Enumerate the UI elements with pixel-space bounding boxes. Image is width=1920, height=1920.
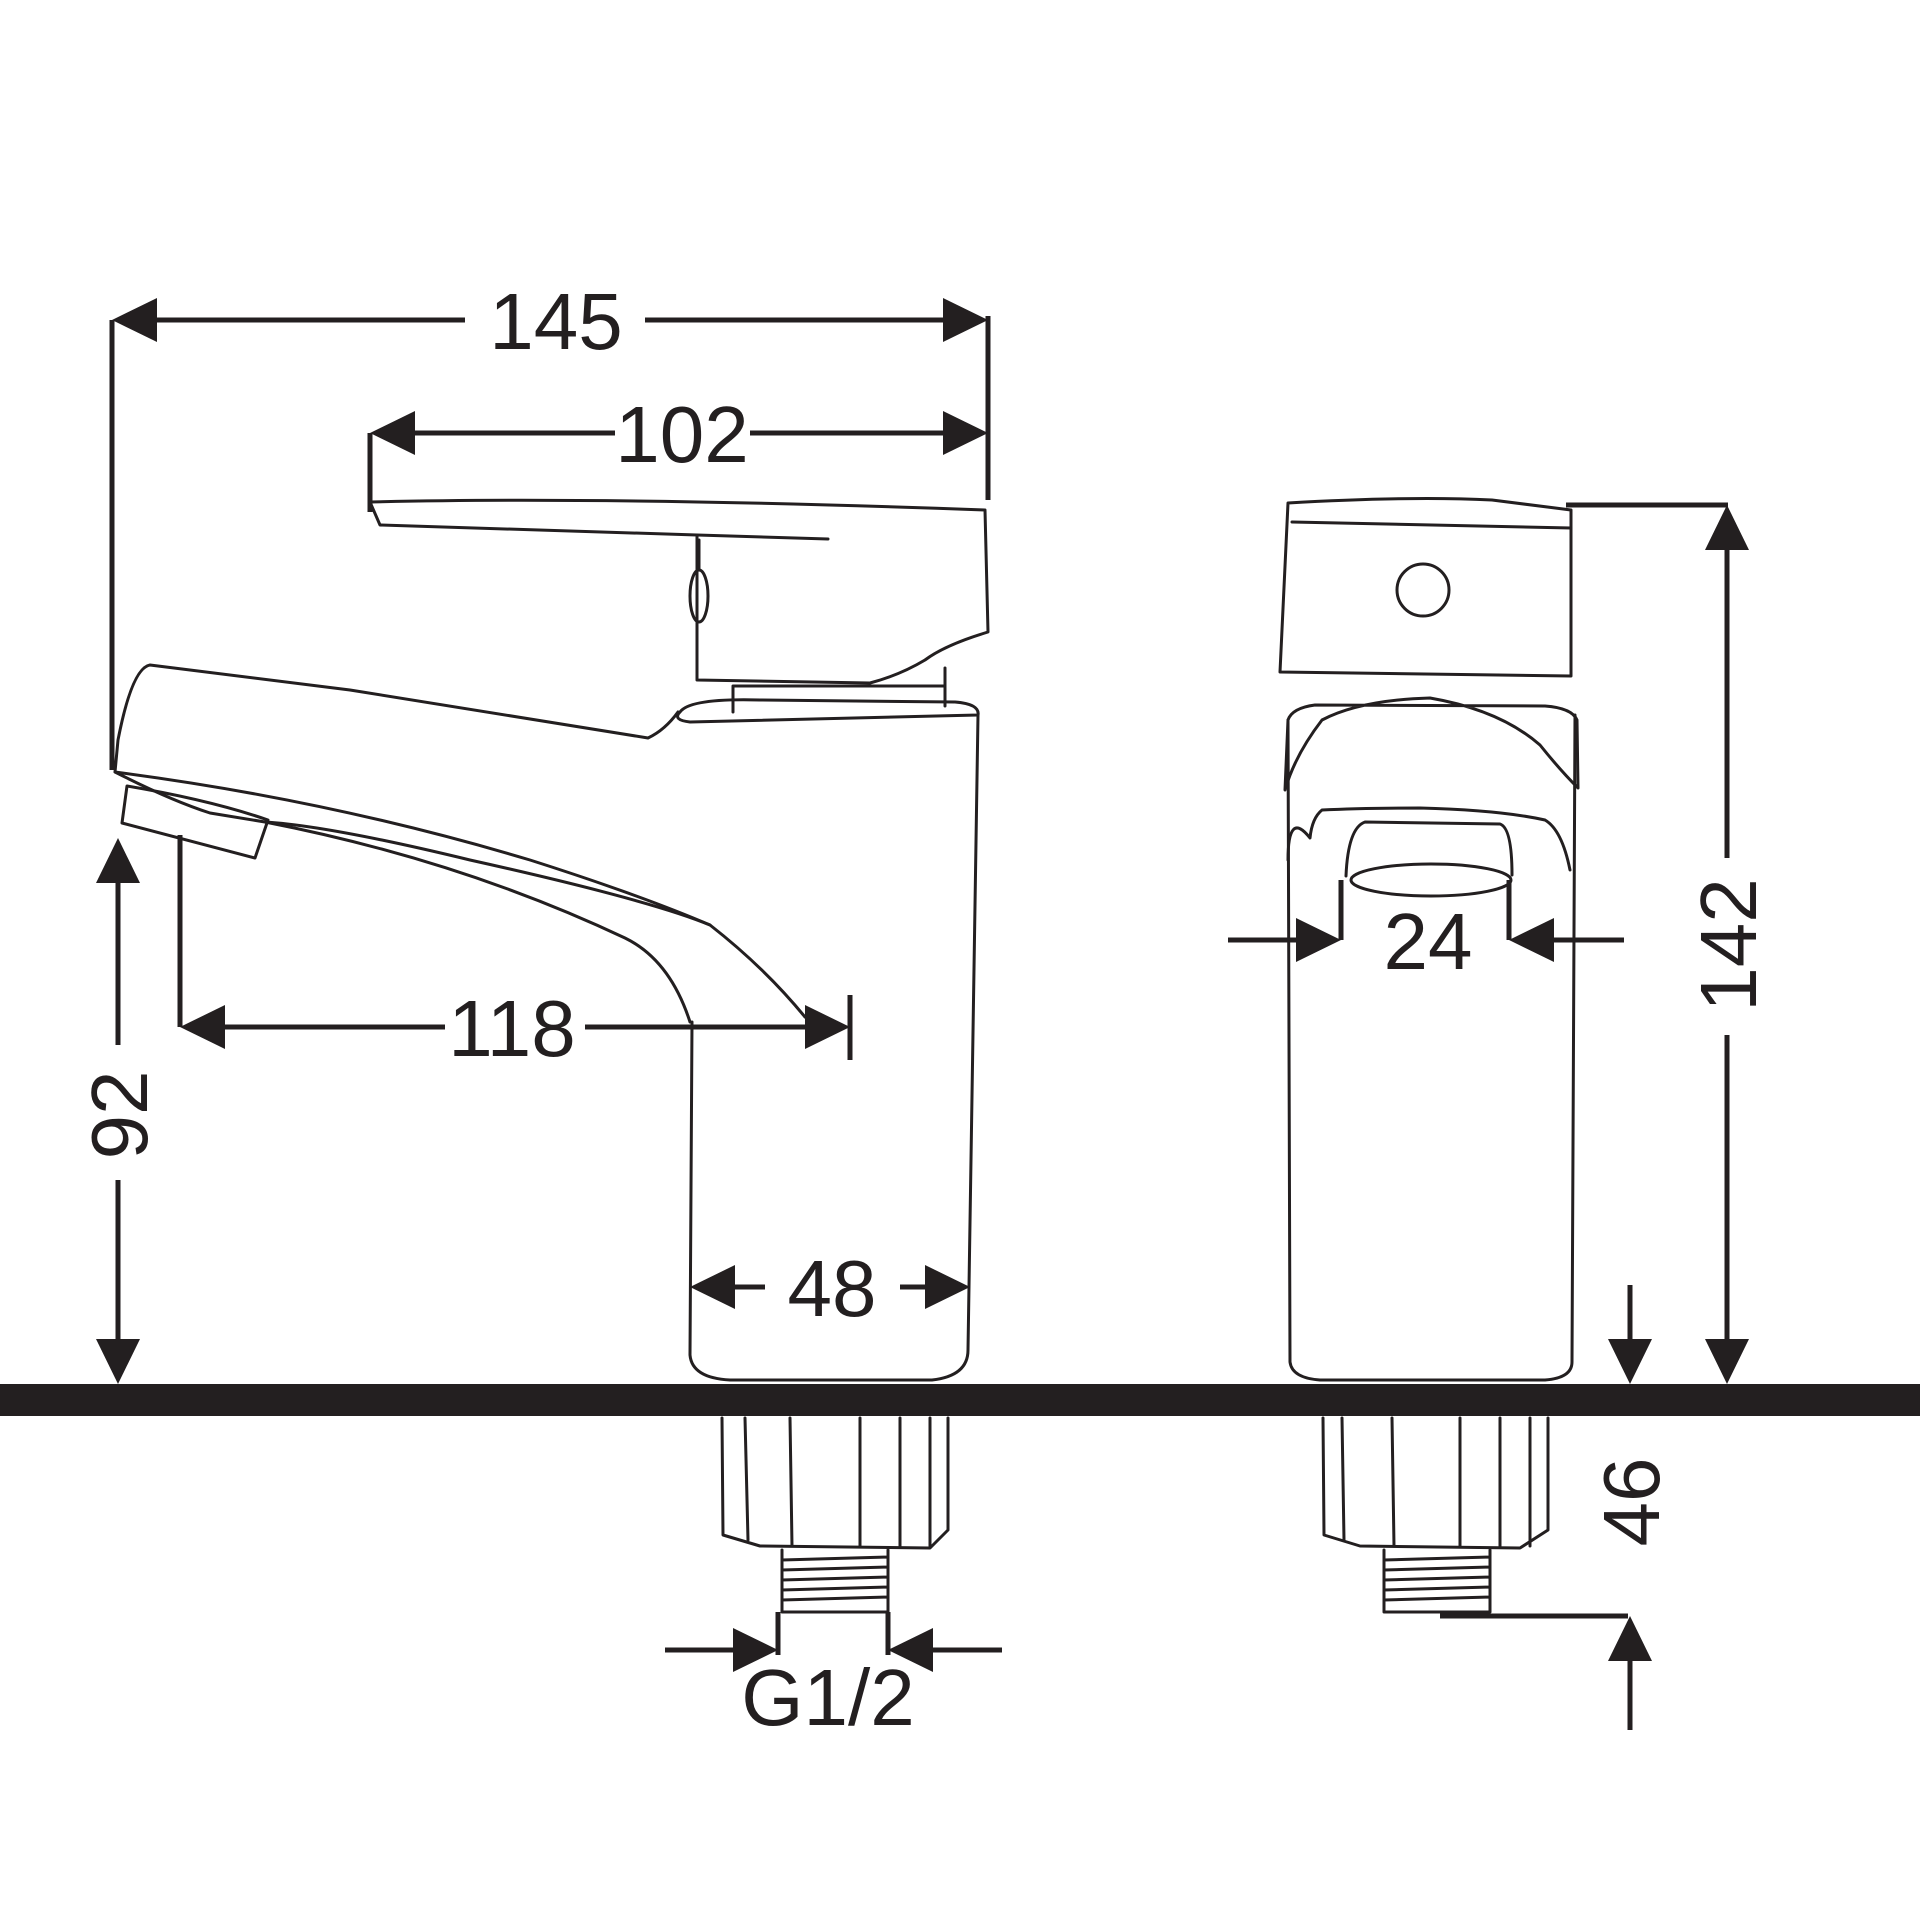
side-spout [113,663,692,1024]
front-handle [1278,497,1573,678]
dimension-label-142: 142 [1684,878,1773,1011]
side-handle-edge [695,533,830,541]
front-shank [1321,1416,1550,1550]
dimension-label-102: 102 [615,390,748,479]
front-shank-grooves [1340,1416,1532,1548]
arrowhead [943,411,988,455]
dimension-spout-height: 92 [75,838,164,1384]
arrowhead [1705,505,1749,550]
arrowhead [1608,1339,1652,1384]
front-body-top [1283,696,1580,792]
dimension-handle-length: 102 [367,390,988,512]
side-handle-pin [688,568,710,624]
dimension-body-diameter: 48 [690,1244,970,1333]
dimension-connection-thread: G1/2 [665,1612,1002,1742]
dimension-label-145: 145 [489,277,622,366]
dimension-spout-reach: 118 [177,835,853,1073]
arrowhead [1608,1616,1652,1661]
front-body [1286,713,1577,1382]
arrowhead [1509,918,1554,962]
side-aerator [120,784,270,860]
front-view [1278,497,1580,1614]
front-aerator [1349,862,1513,898]
dimension-total-height: 142 [1566,502,1773,1384]
arrowhead [925,1265,970,1309]
side-shank-grooves [743,1416,932,1548]
arrowhead [805,1005,850,1049]
side-shank [720,1416,950,1550]
arrowhead [690,1265,735,1309]
side-body [688,713,980,1382]
arrowhead [112,298,157,342]
arrowhead [180,1005,225,1049]
dimension-label-24: 24 [1384,897,1473,986]
front-spout-arch-inner [1344,820,1514,878]
side-handle [368,498,990,685]
arrowhead [1296,918,1341,962]
arrowhead [888,1628,933,1672]
arrowhead [733,1628,778,1672]
dimension-label-g1-2: G1/2 [741,1653,914,1742]
arrowhead [1705,1339,1749,1384]
dimension-handle-width: 24 [1228,880,1624,986]
dimension-overall-length: 145 [109,277,991,770]
front-thread [1382,1548,1492,1614]
side-spout-underside [263,820,807,1019]
arrowhead [96,838,140,883]
arrowhead [943,298,988,342]
side-cartridge [731,666,947,714]
side-spout-lower-edge [113,770,712,927]
arrowhead [370,411,415,455]
front-handle-edge [1290,520,1573,530]
dimension-label-92: 92 [75,1071,164,1160]
arrowhead [96,1339,140,1384]
dimension-label-48: 48 [788,1244,877,1333]
side-thread [780,1548,890,1614]
side-body-cap [676,698,980,724]
front-handle-pin [1395,562,1451,618]
dimension-label-46: 46 [1587,1458,1676,1547]
dimension-label-118: 118 [448,984,576,1073]
front-spout-arch [1286,806,1572,872]
dimension-shank-length: 46 [1440,1285,1676,1730]
countertop [0,1384,1920,1416]
side-view [113,498,990,1614]
